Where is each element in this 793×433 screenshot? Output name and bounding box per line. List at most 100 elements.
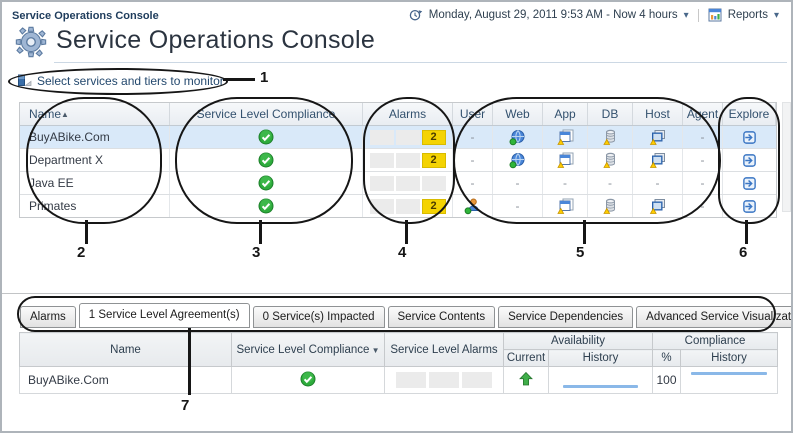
sla-column-compliance-history[interactable]: History	[679, 349, 779, 367]
alarm-box[interactable]	[395, 175, 420, 191]
alarm-box[interactable]	[462, 372, 492, 388]
explore-icon[interactable]	[742, 176, 757, 191]
alarm-box[interactable]	[369, 129, 394, 145]
web-tier-cell: -	[515, 199, 520, 213]
column-header-agent[interactable]: Agent	[683, 103, 723, 125]
sla-column-availability-history[interactable]: History	[548, 349, 653, 367]
callout-number-5: 5	[576, 244, 585, 261]
sla-table-row[interactable]: BuyABike.Com 100	[19, 366, 779, 394]
db-tier-icon[interactable]	[602, 152, 618, 169]
explore-icon[interactable]	[742, 153, 757, 168]
alarms-cell[interactable]: 2	[363, 126, 453, 148]
alarm-box[interactable]	[369, 198, 394, 214]
column-header-explore[interactable]: Explore	[723, 103, 776, 125]
table-row-primates[interactable]: Primates 2 - -	[20, 195, 776, 217]
alarms-cell[interactable]: 2	[363, 195, 453, 217]
column-header-alarms[interactable]: Alarms	[363, 103, 453, 125]
sla-column-percent[interactable]: %	[652, 349, 681, 367]
tab-advanced-service-visualization[interactable]: Advanced Service Visualization	[636, 306, 791, 328]
callout-number-1: 1	[260, 69, 269, 86]
services-table-header: Name Service Level Compliance Alarms Use…	[20, 103, 776, 126]
bottom-tab-strip: Alarms 1 Service Level Agreement(s) 0 Se…	[20, 303, 791, 328]
service-level-alarms-cell[interactable]	[385, 372, 503, 388]
column-header-name[interactable]: Name	[20, 103, 170, 125]
agent-tier-cell: -	[700, 199, 705, 213]
sla-column-alarms[interactable]: Service Level Alarms	[384, 332, 504, 367]
web-tier-cell: -	[515, 176, 520, 190]
column-header-app[interactable]: App	[543, 103, 588, 125]
alarm-box[interactable]: 2	[421, 198, 446, 214]
host-tier-icon[interactable]	[649, 152, 666, 169]
chevron-down-icon[interactable]	[774, 10, 779, 21]
alarm-box[interactable]	[395, 152, 420, 168]
app-tier-icon[interactable]	[556, 129, 574, 146]
alarm-box[interactable]	[395, 129, 420, 145]
agent-tier-cell: -	[700, 176, 705, 190]
column-header-db[interactable]: DB	[588, 103, 633, 125]
web-tier-icon[interactable]	[509, 152, 526, 169]
callout-number-4: 4	[398, 244, 407, 261]
callout-line-4	[405, 220, 408, 244]
db-tier-icon[interactable]	[602, 129, 618, 146]
explore-icon[interactable]	[742, 199, 757, 214]
user-tier-icon[interactable]	[464, 198, 481, 215]
explore-icon[interactable]	[742, 130, 757, 145]
header-toolbar: Monday, August 29, 2011 9:53 AM - Now 4 …	[409, 8, 779, 22]
alarm-box[interactable]: 2	[421, 152, 446, 168]
alarms-cell[interactable]: 2	[363, 149, 453, 171]
time-range-selector[interactable]: Monday, August 29, 2011 9:53 AM - Now 4 …	[428, 9, 678, 21]
select-services-button[interactable]: Select services and tiers to monitor	[17, 73, 224, 88]
column-header-host[interactable]: Host	[633, 103, 683, 125]
host-tier-icon[interactable]	[649, 129, 666, 146]
sla-column-name[interactable]: Name	[19, 332, 232, 367]
callout-number-3: 3	[252, 244, 261, 261]
chevron-down-icon[interactable]	[684, 10, 689, 21]
user-tier-cell: -	[470, 130, 475, 144]
sla-group-availability: Availability	[503, 332, 653, 350]
alarm-box[interactable]	[369, 175, 394, 191]
service-name[interactable]: Java EE	[20, 172, 170, 194]
column-header-web[interactable]: Web	[493, 103, 543, 125]
title-divider	[54, 62, 787, 63]
service-name[interactable]: Primates	[20, 195, 170, 217]
service-name[interactable]: BuyABike.Com	[20, 126, 170, 148]
app-tier-icon[interactable]	[556, 152, 574, 169]
alarm-box[interactable]	[396, 372, 426, 388]
alarm-box[interactable]	[369, 152, 394, 168]
scrollbar-track[interactable]	[782, 102, 791, 212]
divider	[697, 8, 699, 22]
service-name[interactable]: Department X	[20, 149, 170, 171]
tab-service-dependencies[interactable]: Service Dependencies	[498, 306, 634, 328]
web-tier-icon[interactable]	[509, 129, 526, 146]
services-table: Name Service Level Compliance Alarms Use…	[19, 102, 777, 218]
callout-number-2: 2	[77, 244, 86, 261]
sla-column-compliance[interactable]: Service Level Compliance	[231, 332, 385, 367]
table-row-departmentx[interactable]: Department X 2 - -	[20, 149, 776, 172]
host-tier-icon[interactable]	[649, 198, 666, 215]
tab-alarms[interactable]: Alarms	[20, 306, 76, 328]
column-header-user[interactable]: User	[453, 103, 493, 125]
alarm-box[interactable]: 2	[421, 129, 446, 145]
app-tier-icon[interactable]	[556, 198, 574, 215]
table-row-javaee[interactable]: Java EE - - - - - -	[20, 172, 776, 195]
tab-service-level-agreements[interactable]: 1 Service Level Agreement(s)	[78, 303, 250, 328]
alarm-box[interactable]	[421, 175, 446, 191]
column-header-compliance[interactable]: Service Level Compliance	[170, 103, 363, 125]
tab-services-impacted[interactable]: 0 Service(s) Impacted	[252, 306, 385, 328]
host-tier-cell: -	[655, 176, 660, 190]
agent-tier-cell: -	[700, 130, 705, 144]
reports-icon	[708, 8, 722, 22]
tab-service-contents[interactable]: Service Contents	[387, 306, 496, 328]
sla-service-name[interactable]: BuyABike.Com	[19, 366, 232, 394]
table-row-buyabike[interactable]: BuyABike.Com 2 - -	[20, 126, 776, 149]
reports-menu[interactable]: Reports	[727, 9, 768, 21]
gear-icon	[15, 26, 47, 58]
alarms-cell[interactable]	[363, 172, 453, 194]
db-tier-icon[interactable]	[602, 198, 618, 215]
alarm-box[interactable]	[395, 198, 420, 214]
compliance-ok-icon	[258, 152, 274, 168]
alarm-box[interactable]	[429, 372, 459, 388]
breadcrumb: Service Operations Console	[12, 10, 159, 22]
sla-column-current[interactable]: Current	[503, 349, 549, 367]
